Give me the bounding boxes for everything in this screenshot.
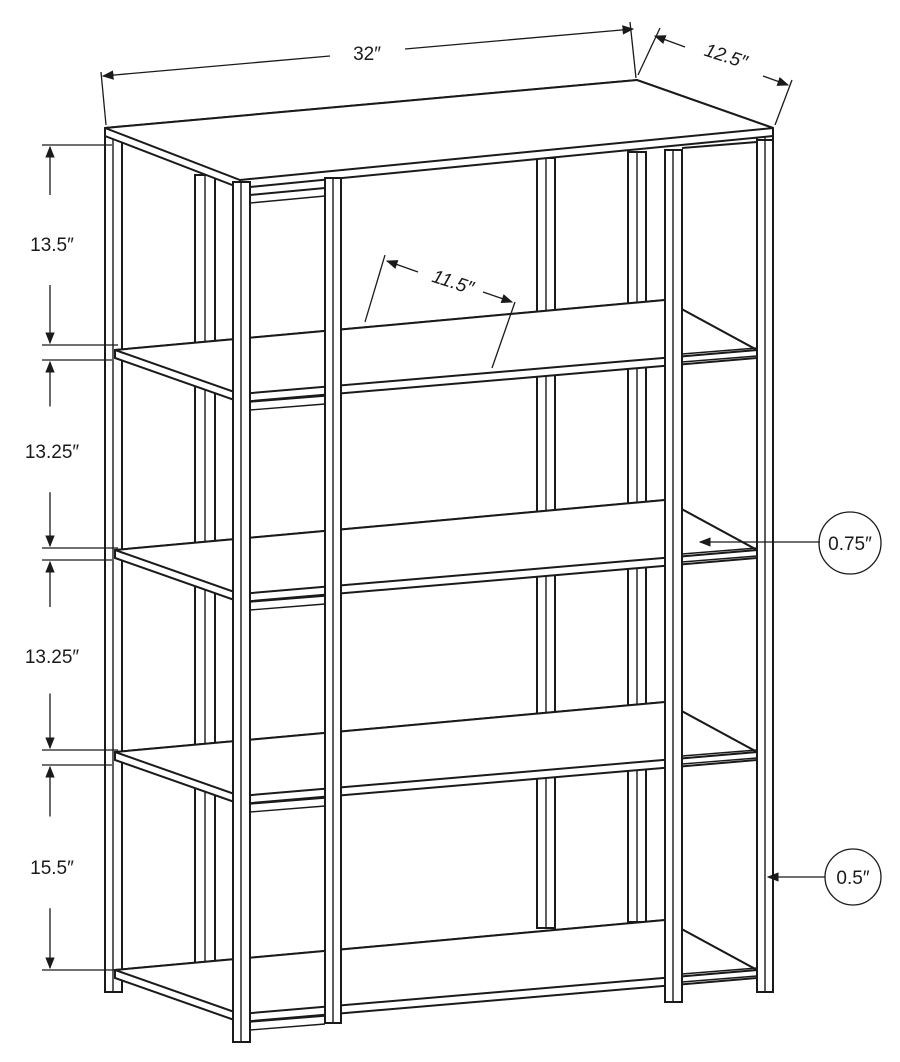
width-label: 32″ xyxy=(353,44,381,65)
top-panel xyxy=(104,78,774,190)
front-left-frame xyxy=(232,177,342,1043)
vertical-dimension xyxy=(42,764,118,971)
gap-3-label: 13.25″ xyxy=(25,647,80,668)
shelf-thickness-label: 0.75″ xyxy=(828,534,872,555)
gap-4-label: 15.5″ xyxy=(30,858,74,879)
depth-label: 12.5″ xyxy=(702,40,751,74)
shelf-thickness-callout xyxy=(818,511,882,575)
vertical-dimension xyxy=(42,144,118,346)
frame-thickness-label: 0.5″ xyxy=(836,868,869,889)
vertical-dimension xyxy=(42,559,118,751)
left-back-post xyxy=(104,129,123,993)
dimension-lines xyxy=(42,21,882,971)
frame-thickness-callout xyxy=(824,848,882,906)
vertical-dimension xyxy=(42,359,118,549)
gap-2-label: 13.25″ xyxy=(25,442,80,463)
front-right-frame xyxy=(664,139,774,1003)
gap-1-label: 13.5″ xyxy=(30,235,74,256)
shelves xyxy=(114,298,761,1031)
shelf-depth-label: 11.5″ xyxy=(429,266,477,299)
